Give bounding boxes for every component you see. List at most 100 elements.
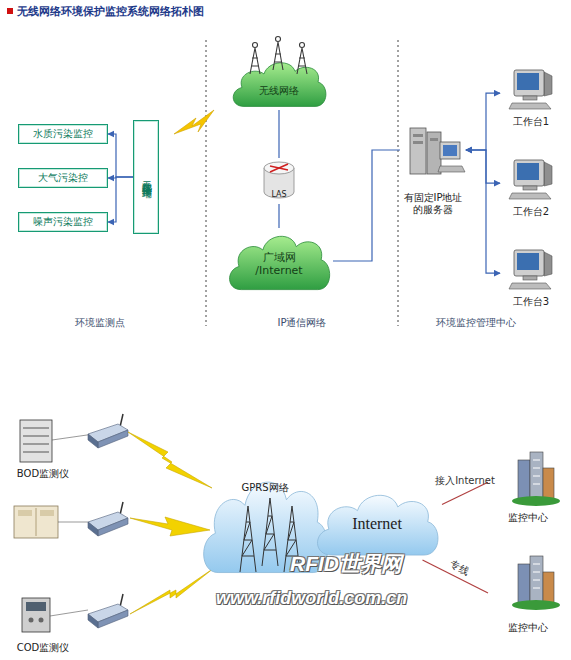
icon-node: 工作台2 [500, 160, 562, 218]
icon-node: 监控中心 [488, 448, 568, 524]
edge-label: 接入Internet [435, 474, 495, 488]
cod-instrument [39, 618, 44, 623]
cloud-outline [233, 63, 326, 107]
zone-separator [206, 40, 398, 326]
cloud-outline [318, 495, 438, 555]
wireless-bolt [174, 110, 214, 134]
cloud-shape [229, 56, 329, 110]
bod-instrument [23, 428, 49, 429]
server-icon [410, 128, 465, 174]
connector [333, 150, 400, 261]
watermark: www.rfidworld.com.cn [216, 588, 407, 609]
server-icon [413, 134, 423, 137]
cod-instrument [29, 618, 34, 623]
connector [108, 134, 133, 177]
antenna-icon [253, 43, 258, 48]
node-text: BOD监测仪 [17, 468, 69, 480]
zone-label: 环境监测点 [40, 316, 160, 330]
icon-node: 工作台3 [500, 250, 562, 308]
server-icon [438, 166, 465, 172]
process-box: 水质污染监控 [18, 124, 108, 144]
gprs-modem [88, 414, 128, 448]
server-icon [443, 145, 457, 156]
node-text: 大气污染控 [38, 172, 88, 184]
server-icon [440, 142, 460, 159]
antenna-icon [300, 43, 305, 48]
zone-label: IP通信网络 [242, 316, 362, 330]
edge-label: 专线 [447, 557, 471, 578]
instrument-cabinet [14, 506, 88, 538]
process-box: 无线数据传输终端 [133, 120, 159, 234]
building-icon [512, 452, 560, 610]
cloud-node: Internet [312, 486, 442, 560]
bod-instrument [23, 452, 49, 453]
instrument-cabinet [18, 510, 32, 516]
process-box: 大气污染控 [18, 168, 108, 188]
server-icon [427, 132, 441, 174]
server-icon [413, 141, 423, 144]
connector [108, 177, 133, 222]
building-icon [512, 452, 560, 506]
icon-node: 监控中心 [488, 552, 568, 634]
node-text: 噪声污染监控 [33, 216, 93, 228]
process-box: 噪声污染监控 [18, 212, 108, 232]
node-text: COD监测仪 [17, 642, 70, 654]
cloud-node: 广域网 /Internet [225, 228, 333, 294]
workstation-icon [509, 70, 552, 289]
cloud-node: 无线网络 [229, 56, 329, 110]
instrument-cabinet [58, 522, 88, 523]
node-text: Internet [352, 514, 402, 533]
node-text: LAS [271, 190, 286, 200]
building-icon [512, 556, 560, 610]
router-top [264, 162, 294, 174]
title-bullet [7, 8, 13, 14]
cod-instrument [26, 602, 46, 611]
instrument-cabinet [14, 506, 58, 538]
server-icon [430, 138, 438, 141]
node-text: 监控中心 [508, 622, 548, 634]
gprs-modem [88, 414, 128, 628]
node-text: 有固定IP地址 的服务器 [401, 192, 465, 216]
router-node: LAS [262, 158, 296, 204]
cod-instrument [22, 598, 88, 632]
zone-label: 环境监控管理中心 [416, 316, 536, 330]
wireless-bolt [130, 568, 214, 614]
node-text: GPRS网络 [241, 482, 288, 494]
connector [466, 150, 500, 183]
icon-node: COD监测仪 [6, 596, 80, 654]
server-icon [410, 128, 426, 174]
node-text: 工作台3 [513, 296, 549, 308]
watermark: RFID世界网 [290, 550, 402, 578]
antenna-icon [276, 37, 281, 42]
antenna-icon [250, 48, 260, 74]
node-text: 工作台1 [513, 116, 549, 128]
node-text: 广域网 /Internet [248, 251, 310, 277]
wireless-bolt [128, 432, 212, 488]
node-text: 无线数据传输终端 [140, 173, 152, 181]
gprs-modem [88, 594, 128, 628]
connector [278, 110, 279, 158]
bod-instrument [23, 444, 49, 445]
connector [278, 204, 279, 228]
workstation-icon [509, 250, 552, 289]
node-text: 无线网络 [259, 85, 299, 97]
connector [466, 150, 500, 273]
bod-instrument [23, 436, 49, 437]
workstation-icon [509, 160, 552, 199]
wireless-bolt [128, 432, 214, 614]
diagram-title: 无线网络环境保护监控系统网络拓朴图 [17, 4, 204, 19]
instrument-cabinet [40, 510, 54, 516]
cod-instrument [50, 610, 88, 616]
icon-node: 工作台1 [500, 70, 562, 128]
node-text: 水质污染监控 [33, 128, 93, 140]
instrument-cabinet [36, 508, 37, 536]
cloud-outline [230, 236, 330, 289]
cod-instrument [22, 598, 50, 632]
wireless-bolt [130, 517, 210, 536]
node-text: 工作台2 [513, 206, 549, 218]
bod-instrument [20, 420, 52, 462]
node-text: 监控中心 [508, 512, 548, 524]
connector [466, 93, 500, 150]
